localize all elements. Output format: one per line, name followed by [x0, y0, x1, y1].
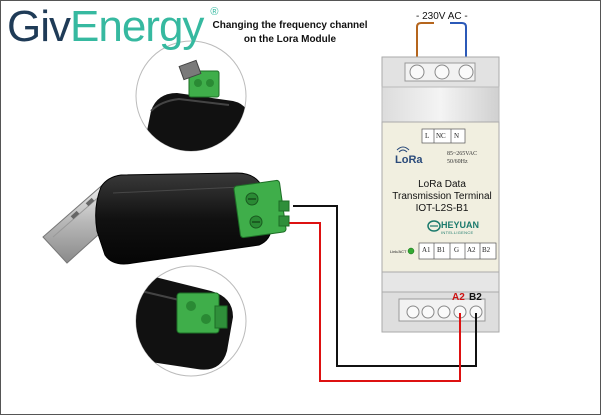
maker-name: HEYUAN	[441, 220, 480, 230]
module-name-line-2: Transmission Terminal	[392, 191, 492, 202]
terminal-block-icon	[233, 179, 290, 239]
lora-logo-text: LoRa	[395, 154, 423, 166]
registered-mark: ®	[210, 6, 218, 18]
module-name-line-1: LoRa Data	[418, 179, 466, 190]
lora-wifi-icon	[396, 146, 410, 153]
wire-label-a2: A2	[452, 292, 465, 303]
title-line-2: on the Lora Module	[243, 34, 337, 45]
terminal-label-a2: A2	[467, 246, 476, 254]
module-name: LoRa Data Transmission Terminal IOT-L2S-…	[384, 179, 500, 215]
title-line-1: Changing the frequency channel	[212, 20, 368, 31]
wire-label-b2: B2	[469, 292, 482, 303]
a2-wire	[288, 222, 461, 382]
module-spec: 85~265VAC 50/60Hz	[447, 150, 477, 166]
spec-voltage: 85~265VAC	[447, 151, 478, 157]
terminal-label-n: N	[454, 132, 460, 140]
spec-frequency: 50/60Hz	[447, 159, 468, 165]
logo-part-giv: Giv	[7, 2, 71, 51]
givenergy-logo: GivEnergy ®	[7, 2, 218, 51]
zoom-view-bottom	[135, 265, 247, 377]
usb-adapter	[42, 172, 272, 265]
live-wire	[416, 22, 434, 71]
b2-wire	[293, 205, 477, 367]
heyuan-logo-icon	[427, 220, 441, 232]
terminal-label-g: G	[454, 246, 460, 254]
power-label: - 230V AC -	[416, 11, 468, 22]
terminal-label-b1: B1	[437, 246, 446, 254]
logo-part-energy: Energy	[70, 2, 204, 51]
led-label: Link/ACT	[390, 249, 407, 254]
neutral-wire	[450, 22, 467, 71]
maker-subtitle: INTELLIGENCE	[441, 230, 474, 235]
terminal-label-nc: NC	[436, 132, 446, 140]
terminal-label-a1: A1	[422, 246, 431, 254]
link-led	[407, 247, 415, 255]
zoom-view-top	[135, 40, 247, 152]
terminal-label-l: L	[425, 132, 430, 140]
terminal-label-b2: B2	[482, 246, 491, 254]
diagram-title: Changing the frequency channel on the Lo…	[205, 19, 375, 47]
module-model: IOT-L2S-B1	[415, 203, 469, 214]
